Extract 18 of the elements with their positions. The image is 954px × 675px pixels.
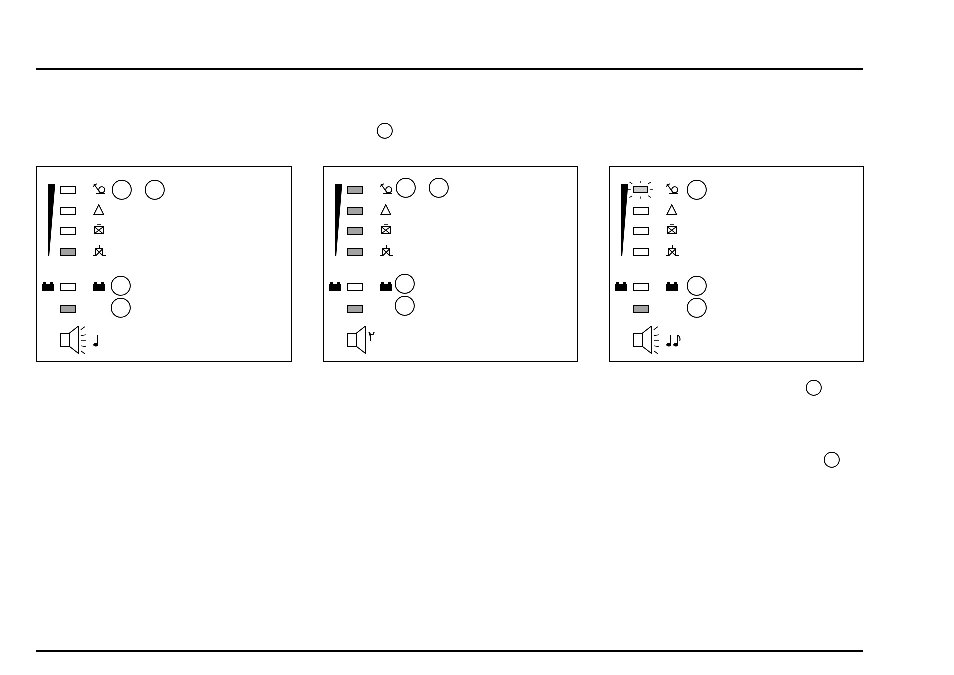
callout-circle bbox=[687, 276, 707, 296]
tone-label: ٢ bbox=[368, 329, 376, 345]
callout-circle bbox=[824, 452, 840, 468]
callout-circle bbox=[112, 180, 132, 200]
display-panel bbox=[36, 166, 292, 362]
display-panel bbox=[609, 166, 864, 362]
callout-circle bbox=[111, 276, 131, 296]
callout-circle bbox=[145, 180, 165, 200]
callout-circle bbox=[429, 178, 449, 198]
callout-circle bbox=[396, 178, 416, 198]
callout-circle bbox=[395, 296, 415, 316]
callout-circle bbox=[395, 274, 415, 294]
callout-circle bbox=[377, 123, 393, 139]
display-panel bbox=[323, 166, 578, 362]
callout-circle bbox=[687, 180, 707, 200]
callout-circle bbox=[111, 298, 131, 318]
callout-circle bbox=[687, 298, 707, 318]
callout-circle bbox=[806, 380, 822, 396]
